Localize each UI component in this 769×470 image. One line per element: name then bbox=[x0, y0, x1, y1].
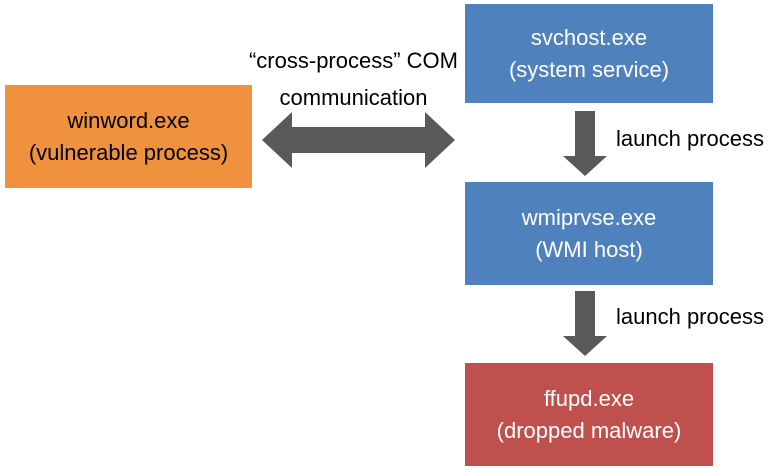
process-name: svchost.exe bbox=[530, 24, 648, 50]
down-arrow-icon bbox=[563, 111, 607, 176]
double-headed-arrow-shape bbox=[262, 112, 455, 168]
edge-label-launch-process-2: launch process bbox=[616, 304, 764, 329]
down-arrow-shape bbox=[563, 291, 607, 356]
down-arrow-icon bbox=[563, 291, 607, 356]
process-name: ffupd.exe bbox=[543, 385, 635, 411]
node-ffupd: ffupd.exe (dropped malware) bbox=[465, 363, 713, 466]
process-description: (WMI host) bbox=[535, 236, 643, 262]
node-wmiprvse: wmiprvse.exe (WMI host) bbox=[465, 182, 713, 285]
process-description: (system service) bbox=[508, 56, 670, 82]
process-description: (dropped malware) bbox=[496, 417, 682, 443]
edge-label-launch-process-1: launch process bbox=[616, 126, 764, 151]
process-name: wmiprvse.exe bbox=[521, 204, 657, 230]
node-winword: winword.exe (vulnerable process) bbox=[5, 85, 252, 188]
node-svchost: svchost.exe (system service) bbox=[465, 4, 713, 103]
process-description: (vulnerable process) bbox=[28, 139, 229, 165]
process-name: winword.exe bbox=[67, 107, 190, 133]
edge-label-line1: “cross-process” COM bbox=[248, 48, 458, 73]
double-headed-arrow-icon bbox=[262, 112, 455, 168]
edge-label-line2: communication bbox=[279, 85, 428, 110]
down-arrow-shape bbox=[563, 111, 607, 176]
edge-label-com-communication: “cross-process” COM communication bbox=[237, 42, 470, 116]
